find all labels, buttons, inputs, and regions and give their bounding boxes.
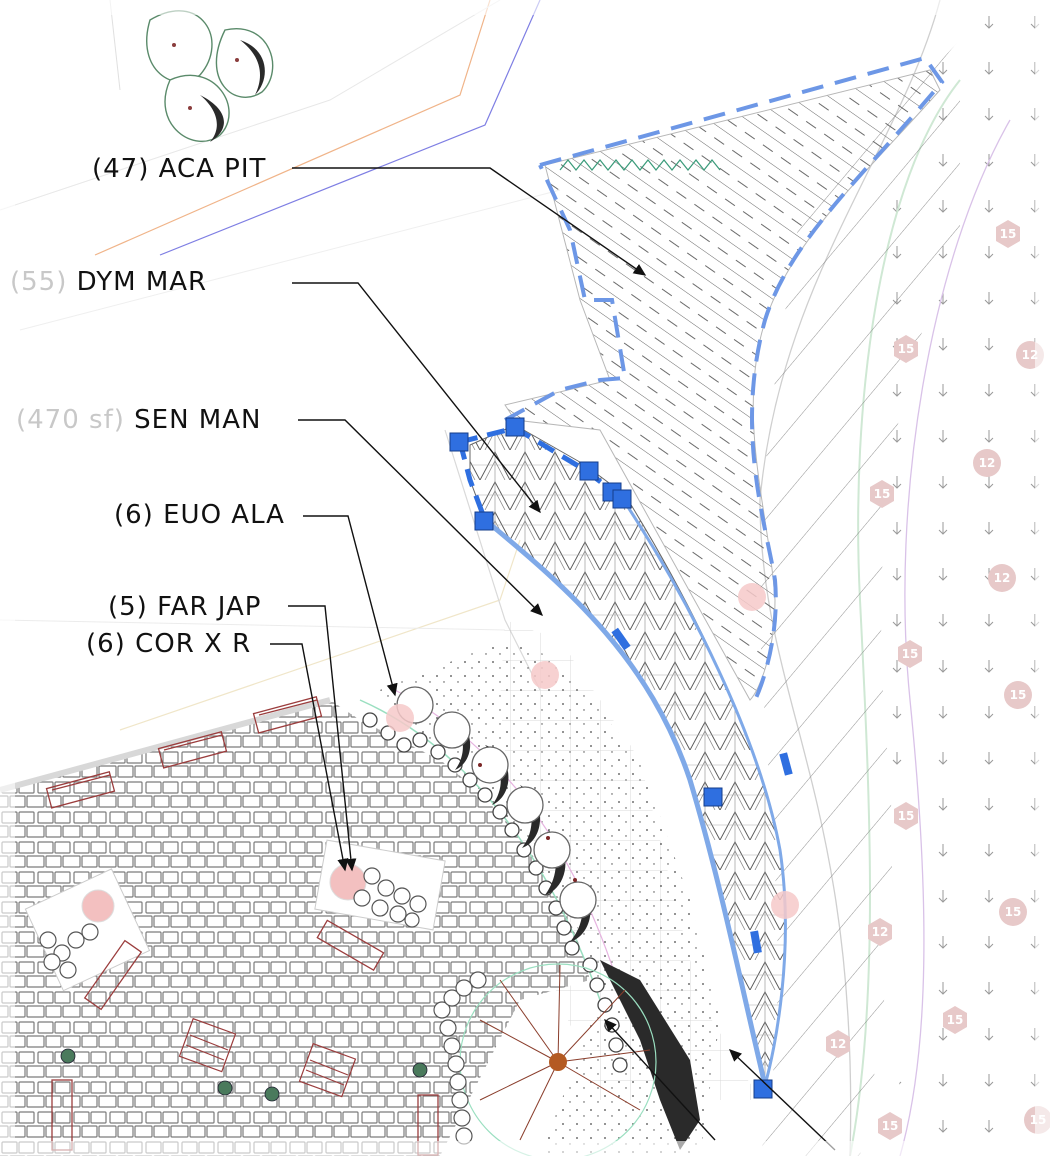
grade-marker: 15 <box>894 335 918 363</box>
sen-man-selection-outline[interactable] <box>618 494 787 1086</box>
svg-text:15: 15 <box>1010 688 1027 702</box>
svg-text:15: 15 <box>898 342 915 356</box>
label-qty: (6) <box>86 629 126 659</box>
label-name: DYM MAR <box>76 267 208 297</box>
svg-text:15: 15 <box>1005 905 1022 919</box>
svg-text:12: 12 <box>872 925 889 939</box>
leader-lines <box>270 167 836 1151</box>
plaza-edge <box>0 697 331 793</box>
aca-pit-selection-outline[interactable] <box>504 55 945 701</box>
label-qty: (6) <box>114 500 154 530</box>
grade-marker: 15 <box>1004 681 1032 709</box>
label-qty: (5) <box>108 592 148 622</box>
svg-text:15: 15 <box>947 1013 964 1027</box>
label-name: COR X R <box>135 629 252 659</box>
tree-grate-marker <box>386 583 799 919</box>
plaza-paving <box>0 700 590 1156</box>
tree-cluster <box>146 10 274 142</box>
label-name: SEN MAN <box>134 405 262 435</box>
label-qty: (470 sf) <box>16 405 125 435</box>
aca-pit-edge-zigzag <box>559 159 721 171</box>
label-cor-x-r[interactable]: (6) COR X R <box>86 629 251 659</box>
label-dym-mar[interactable]: (55) DYM MAR <box>10 267 207 297</box>
selection-grips[interactable] <box>449 417 793 1099</box>
sen-man-selection-outline[interactable] <box>483 518 768 1086</box>
svg-text:15: 15 <box>1000 227 1017 241</box>
svg-text:12: 12 <box>1022 348 1039 362</box>
accent-plant <box>60 1048 428 1102</box>
label-sen-man[interactable]: (470 sf) SEN MAN <box>16 405 261 435</box>
label-far-jap[interactable]: (5) FAR JAP <box>108 592 261 622</box>
svg-text:15: 15 <box>882 1119 899 1133</box>
svg-text:15: 15 <box>898 809 915 823</box>
grade-marker: 15 <box>878 1112 902 1140</box>
cafe-table <box>178 1017 357 1098</box>
svg-text:15: 15 <box>902 647 919 661</box>
label-aca-pit[interactable]: (47) ACA PIT <box>92 154 266 184</box>
label-euo-ala[interactable]: (6) EUO ALA <box>114 500 285 530</box>
grade-marker: 12 <box>868 918 892 946</box>
svg-text:12: 12 <box>979 456 996 470</box>
grade-marker: 15 <box>943 1006 967 1034</box>
label-name: ACA PIT <box>158 154 267 184</box>
svg-text:15: 15 <box>874 487 891 501</box>
shrub-row <box>359 686 700 1150</box>
grade-marker: 12 <box>988 564 1016 592</box>
planter-left[interactable] <box>24 868 151 992</box>
label-qty: (55) <box>10 267 68 297</box>
sen-man-selection-outline[interactable] <box>457 425 624 521</box>
site-linework <box>0 0 561 731</box>
label-name: EUO ALA <box>163 500 285 530</box>
grade-marker: 15 <box>870 480 894 508</box>
turf-diagonal-region <box>760 40 960 1156</box>
grade-marker: 15 <box>898 640 922 668</box>
svg-text:12: 12 <box>994 571 1011 585</box>
label-name: FAR JAP <box>157 592 262 622</box>
contour-line <box>899 119 1011 1156</box>
grade-markers: 15 15 12 15 12 15 12 15 15 12 15 12 15 1… <box>826 220 1050 1140</box>
label-qty: (47) <box>92 154 150 184</box>
grade-marker: 15 <box>999 898 1027 926</box>
grade-marker: 12 <box>973 449 1001 477</box>
svg-text:12: 12 <box>830 1037 847 1051</box>
bench <box>45 696 439 1156</box>
grade-marker: 15 <box>996 220 1020 248</box>
grade-marker: 12 <box>826 1030 850 1058</box>
grade-marker: 15 <box>894 802 918 830</box>
